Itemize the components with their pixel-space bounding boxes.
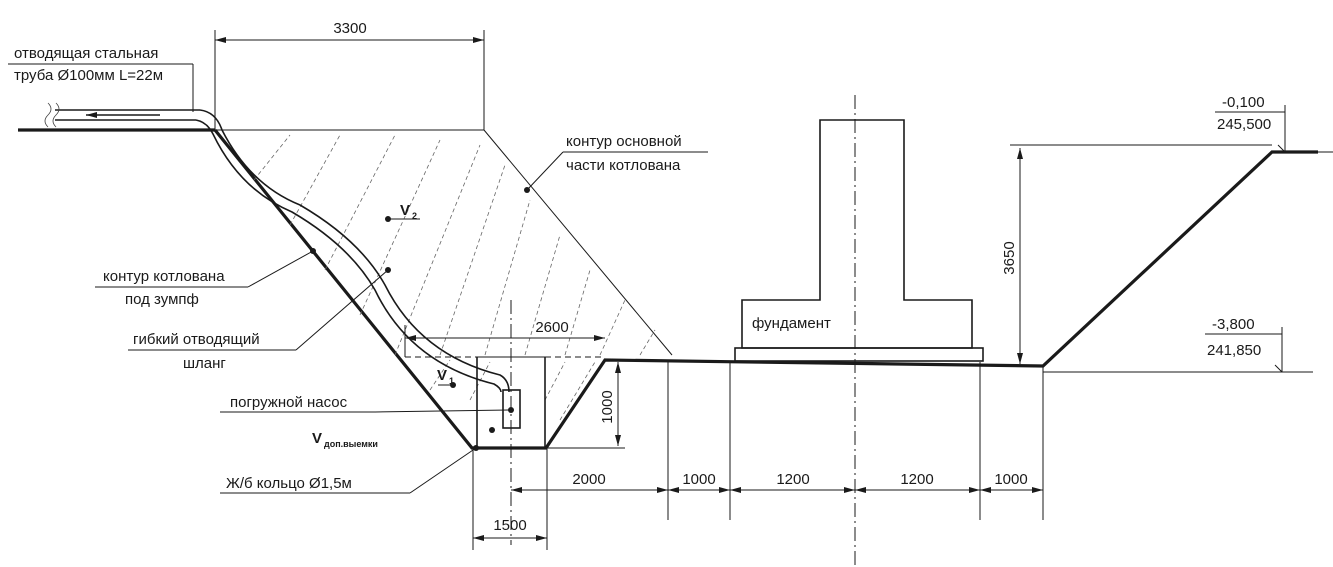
label-sump-contour: контур котлована под зумпф — [95, 248, 316, 308]
svg-text:V: V — [437, 367, 447, 384]
dim-bottom-chain: 2000 1000 1200 1200 1000 — [511, 362, 1044, 520]
svg-text:части котлована: части котлована — [566, 157, 681, 174]
svg-text:-3,800: -3,800 — [1212, 316, 1255, 333]
svg-text:3300: 3300 — [333, 20, 366, 37]
label-v2: V 2 — [385, 202, 420, 222]
svg-text:контур основной: контур основной — [566, 133, 682, 150]
svg-text:под зумпф: под зумпф — [125, 291, 199, 308]
elevation-top: -0,100 245,500 — [1215, 94, 1333, 153]
dim-2600: 2600 — [404, 319, 605, 357]
label-v1: V 1 — [437, 367, 456, 388]
svg-text:-0,100: -0,100 — [1222, 94, 1265, 111]
foundation-label: фундамент — [752, 315, 831, 332]
svg-text:245,500: 245,500 — [1217, 116, 1271, 133]
dim-3300: 3300 — [214, 20, 485, 130]
svg-text:1000: 1000 — [994, 471, 1027, 488]
svg-text:Ж/б кольцо Ø1,5м: Ж/б кольцо Ø1,5м — [226, 475, 352, 492]
label-ring: Ж/б кольцо Ø1,5м — [220, 445, 479, 494]
label-v-extra: V доп.выемки — [312, 427, 495, 449]
label-flexible-hose: гибкий отводящий шланг — [128, 267, 391, 372]
dim-1500: 1500 — [472, 448, 548, 550]
label-main-contour: контур основной части котлована — [524, 133, 708, 193]
svg-text:2000: 2000 — [572, 471, 605, 488]
svg-text:погружной насос: погружной насос — [230, 394, 348, 411]
svg-text:V: V — [400, 202, 410, 219]
svg-text:1000: 1000 — [599, 390, 616, 423]
svg-text:отводящая стальная: отводящая стальная — [14, 45, 158, 62]
flexible-hose — [195, 109, 510, 393]
svg-text:3650: 3650 — [1001, 241, 1018, 274]
svg-text:1200: 1200 — [900, 471, 933, 488]
svg-text:шланг: шланг — [183, 355, 226, 372]
label-steel-pipe: отводящая стальная труба Ø100мм L=22м — [8, 45, 194, 112]
v1-hatching — [429, 359, 596, 421]
svg-text:2: 2 — [412, 211, 417, 221]
svg-text:1000: 1000 — [682, 471, 715, 488]
foundation — [734, 95, 984, 565]
svg-text:доп.выемки: доп.выемки — [324, 439, 378, 449]
dim-1000-vertical: 1000 — [546, 359, 625, 449]
svg-text:гибкий отводящий: гибкий отводящий — [133, 331, 260, 348]
svg-text:1500: 1500 — [493, 517, 526, 534]
svg-text:контур котлована: контур котлована — [103, 268, 225, 285]
svg-text:труба Ø100мм L=22м: труба Ø100мм L=22м — [14, 67, 163, 84]
svg-text:1200: 1200 — [776, 471, 809, 488]
dim-3650: 3650 — [1001, 144, 1272, 364]
svg-text:241,850: 241,850 — [1207, 342, 1261, 359]
elevation-bottom: -3,800 241,850 — [1043, 316, 1313, 373]
svg-text:2600: 2600 — [535, 319, 568, 336]
label-pump: погружной насос — [220, 394, 514, 413]
svg-text:1: 1 — [449, 376, 454, 386]
svg-text:V: V — [312, 430, 322, 447]
steel-pipe — [44, 102, 200, 128]
